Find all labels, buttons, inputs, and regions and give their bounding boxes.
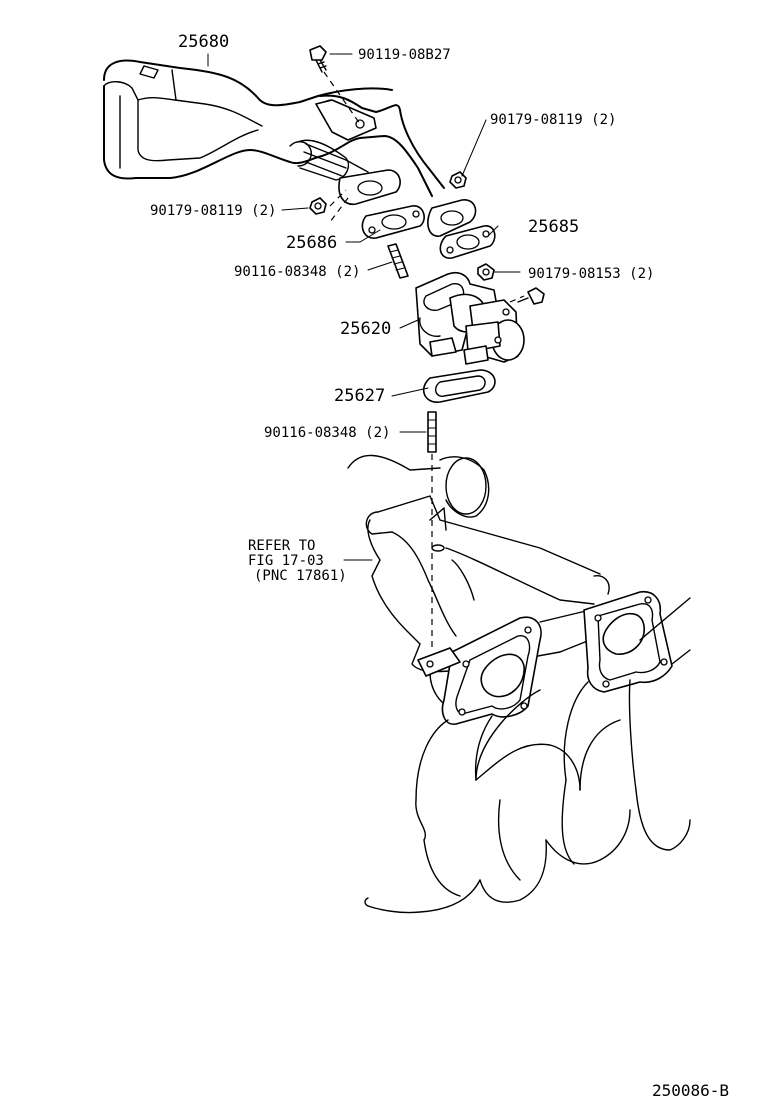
- callout-25685: 25685: [528, 217, 579, 237]
- callout-90179-08153: 90179-08153 (2): [528, 266, 654, 282]
- callout-90116-08348-upper: 90116-08348 (2): [234, 264, 360, 280]
- gasket-25685: [439, 225, 496, 259]
- callout-25680: 25680: [178, 32, 229, 52]
- callout-25620: 25620: [340, 319, 391, 339]
- bolt-90119-08B27: [309, 45, 327, 73]
- pipe-bracket: [315, 99, 377, 141]
- pipe-flange-right: [427, 199, 477, 237]
- stud-90116-08348-lower: [427, 411, 437, 453]
- callout-25627: 25627: [334, 386, 385, 406]
- egr-valve: [415, 271, 525, 365]
- nut-90179-08119-left: [309, 197, 327, 215]
- gasket-25686: [361, 205, 425, 239]
- intake-manifold: [347, 454, 691, 914]
- pipe-flange-left: [338, 169, 401, 205]
- nut-90179-08119-right: [449, 171, 467, 189]
- reference-note-line3: (PNC 17861): [254, 568, 347, 584]
- valve-bolt-dashline: [509, 295, 525, 303]
- callout-90179-08119-left: 90179-08119 (2): [150, 203, 276, 219]
- callout-90119-08B27: 90119-08B27: [358, 47, 451, 63]
- reference-note-line1: REFER TO: [248, 538, 315, 554]
- stud-90116-08348-upper: [387, 243, 409, 279]
- valve-bolt: [517, 287, 545, 305]
- nut-90179-08153: [477, 263, 495, 281]
- reference-note-line2: FIG 17-03: [248, 553, 324, 569]
- gasket-25627: [422, 369, 496, 403]
- nut-left-dashline: [329, 189, 347, 207]
- labels: 25680 90119-08B27 90179-08119 (2) 90179-…: [150, 32, 729, 1100]
- callout-90179-08119-right: 90179-08119 (2): [490, 112, 616, 128]
- dashline-left-flange: [329, 197, 349, 223]
- figure-code: 250086-B: [652, 1081, 729, 1100]
- callout-90116-08348-lower: 90116-08348 (2): [264, 425, 390, 441]
- callout-25686: 25686: [286, 233, 337, 253]
- leader-lines: [207, 53, 521, 561]
